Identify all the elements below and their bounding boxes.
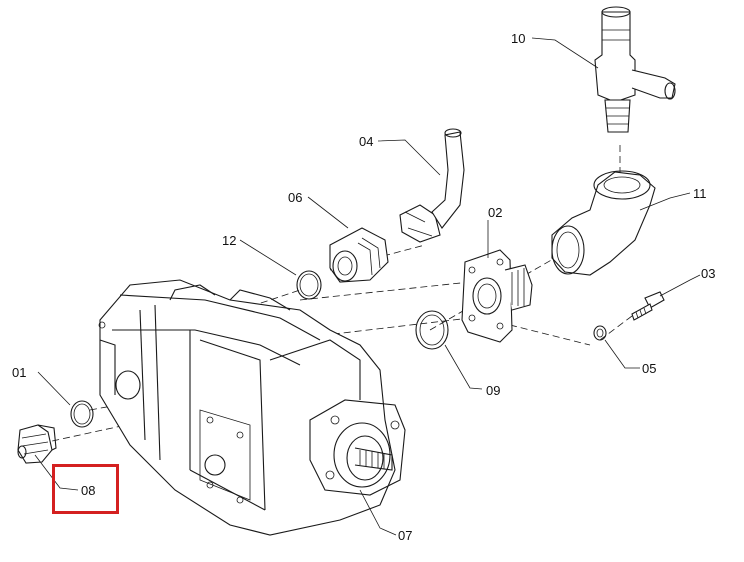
callout-04: 04	[359, 134, 374, 149]
callout-leader-lines	[34, 37, 701, 536]
bolt-part-03	[631, 291, 665, 321]
o-ring-part-09	[415, 310, 449, 350]
callout-06: 06	[288, 190, 303, 205]
highlight-box-08	[52, 464, 119, 514]
callout-05: 05	[642, 361, 657, 376]
callout-07: 07	[398, 528, 413, 543]
o-ring-part-01	[70, 400, 94, 428]
tee-fitting-part-10	[594, 6, 676, 133]
callout-03: 03	[701, 266, 716, 281]
o-ring-part-12	[296, 270, 322, 300]
callout-01: 01	[12, 365, 27, 380]
pump-body-part-07	[98, 279, 406, 536]
callout-09: 09	[486, 383, 501, 398]
callout-12: 12	[222, 233, 237, 248]
callout-10: 10	[511, 31, 526, 46]
flange-part-02	[461, 249, 533, 343]
fitting-part-08	[17, 424, 57, 464]
callout-11: 11	[693, 186, 707, 201]
callout-02: 02	[488, 205, 503, 220]
elbow-part-11	[551, 170, 656, 276]
washer-part-05	[593, 325, 607, 341]
callout-08: 08	[81, 483, 96, 498]
elbow-tube-part-04	[399, 128, 465, 243]
adapter-part-06	[329, 227, 389, 283]
